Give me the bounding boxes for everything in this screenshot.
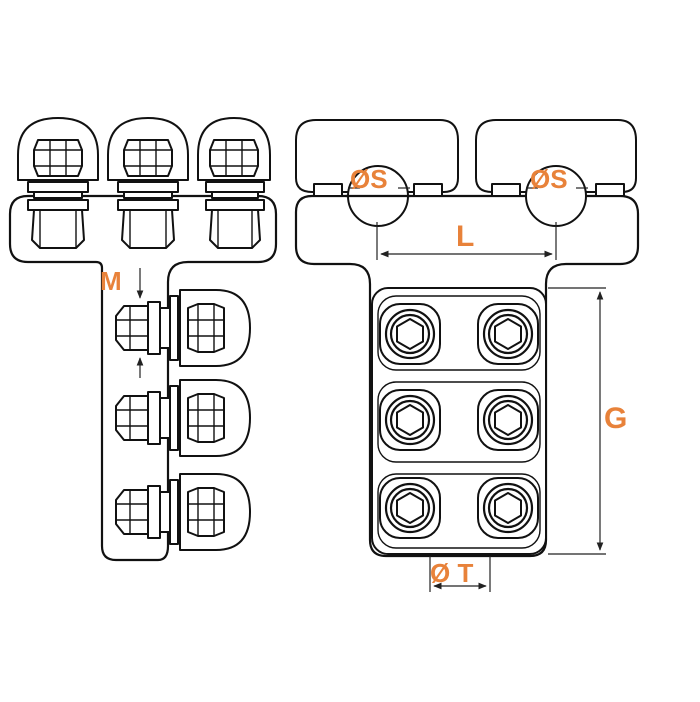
stem-bolt-2: [115, 379, 251, 457]
dimension-g: [548, 287, 606, 555]
label-ot: Ø T: [430, 558, 473, 588]
bolt-head-2: [476, 302, 540, 366]
label-g: G: [604, 402, 627, 435]
front-view: ØS ØS L G Ø T: [294, 119, 640, 592]
top-nut-2: [107, 117, 189, 249]
dimension-t: [429, 556, 491, 592]
bolt-head-4: [476, 388, 540, 452]
bolt-head-5: [378, 476, 442, 540]
label-os-left: ØS: [350, 164, 388, 194]
top-nut-3: [197, 117, 271, 249]
label-os-right: ØS: [530, 164, 568, 194]
stem-bolt-3: [115, 473, 251, 551]
top-nut-1: [17, 117, 99, 249]
bolt-head-3: [378, 388, 442, 452]
side-view: M: [8, 117, 278, 562]
bolt-head-1: [378, 302, 442, 366]
stem-bolt-1: [115, 289, 251, 367]
label-l: L: [456, 220, 474, 253]
dimension-l: [376, 222, 557, 260]
label-m: M: [100, 266, 122, 296]
bolt-head-6: [476, 476, 540, 540]
